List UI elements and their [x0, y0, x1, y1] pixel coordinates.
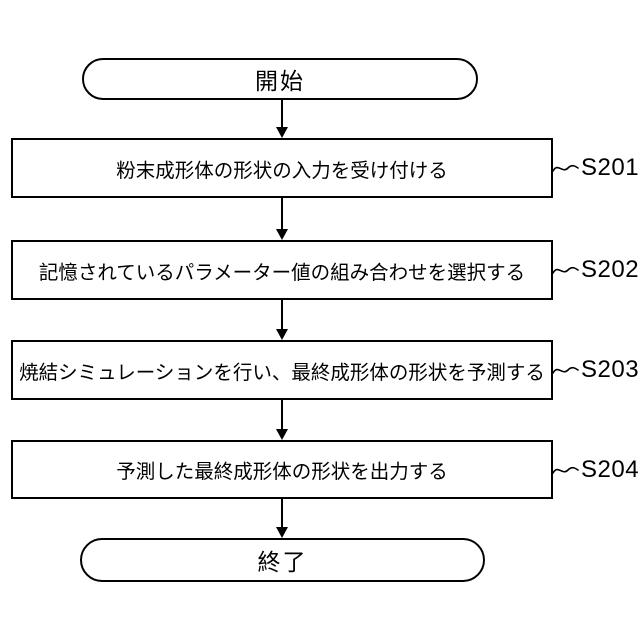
step-ref-s201: S201 — [552, 154, 640, 181]
end-node: 終了 — [80, 538, 485, 582]
tilde-connector-icon — [552, 266, 579, 274]
process-box-s201: 粉末成形体の形状の入力を受け付ける — [11, 138, 553, 198]
down-arrow-icon — [275, 300, 289, 340]
arrow-head — [276, 127, 288, 138]
process-box-s202-text: 記憶されているパラメーター値の組み合わせを選択する — [38, 261, 526, 284]
down-arrow-icon — [275, 100, 289, 138]
tilde-connector-icon — [552, 466, 579, 474]
end-node-label: 終了 — [257, 549, 308, 575]
process-box-s202: 記憶されているパラメーター値の組み合わせを選択する — [11, 240, 553, 300]
process-box-s204-text: 予測した最終成形体の形状を出力する — [116, 461, 448, 483]
process-box-s203: 焼結シミュレーションを行い、最終成形体の形状を予測する — [11, 340, 553, 400]
arrow-shaft — [281, 100, 283, 127]
step-ref-s204-label: S204 — [581, 456, 640, 483]
process-box-s204: 予測した最終成形体の形状を出力する — [11, 440, 553, 499]
tilde-connector-icon — [552, 164, 579, 172]
start-node-label: 開始 — [255, 68, 305, 94]
process-box-s203-text: 焼結シミュレーションを行い、最終成形体の形状を予測する — [19, 361, 545, 384]
process-box-s201-text: 粉末成形体の形状の入力を受け付ける — [116, 159, 448, 182]
step-ref-s203-label: S203 — [581, 356, 640, 383]
arrow-shaft — [281, 499, 283, 527]
arrow-head — [276, 527, 288, 538]
down-arrow-icon — [275, 499, 289, 538]
down-arrow-icon — [275, 400, 289, 440]
step-ref-s202: S202 — [552, 256, 640, 283]
start-node: 開始 — [82, 58, 478, 100]
arrow-shaft — [281, 198, 283, 229]
step-ref-s203: S203 — [552, 356, 640, 383]
step-ref-s201-label: S201 — [581, 154, 640, 181]
step-ref-s202-label: S202 — [581, 256, 640, 283]
arrow-head — [276, 429, 288, 440]
arrow-shaft — [281, 400, 283, 429]
arrow-shaft — [281, 300, 283, 329]
arrow-head — [276, 329, 288, 340]
down-arrow-icon — [275, 198, 289, 240]
tilde-connector-icon — [552, 366, 579, 374]
step-ref-s204: S204 — [552, 456, 640, 483]
arrow-head — [276, 229, 288, 240]
